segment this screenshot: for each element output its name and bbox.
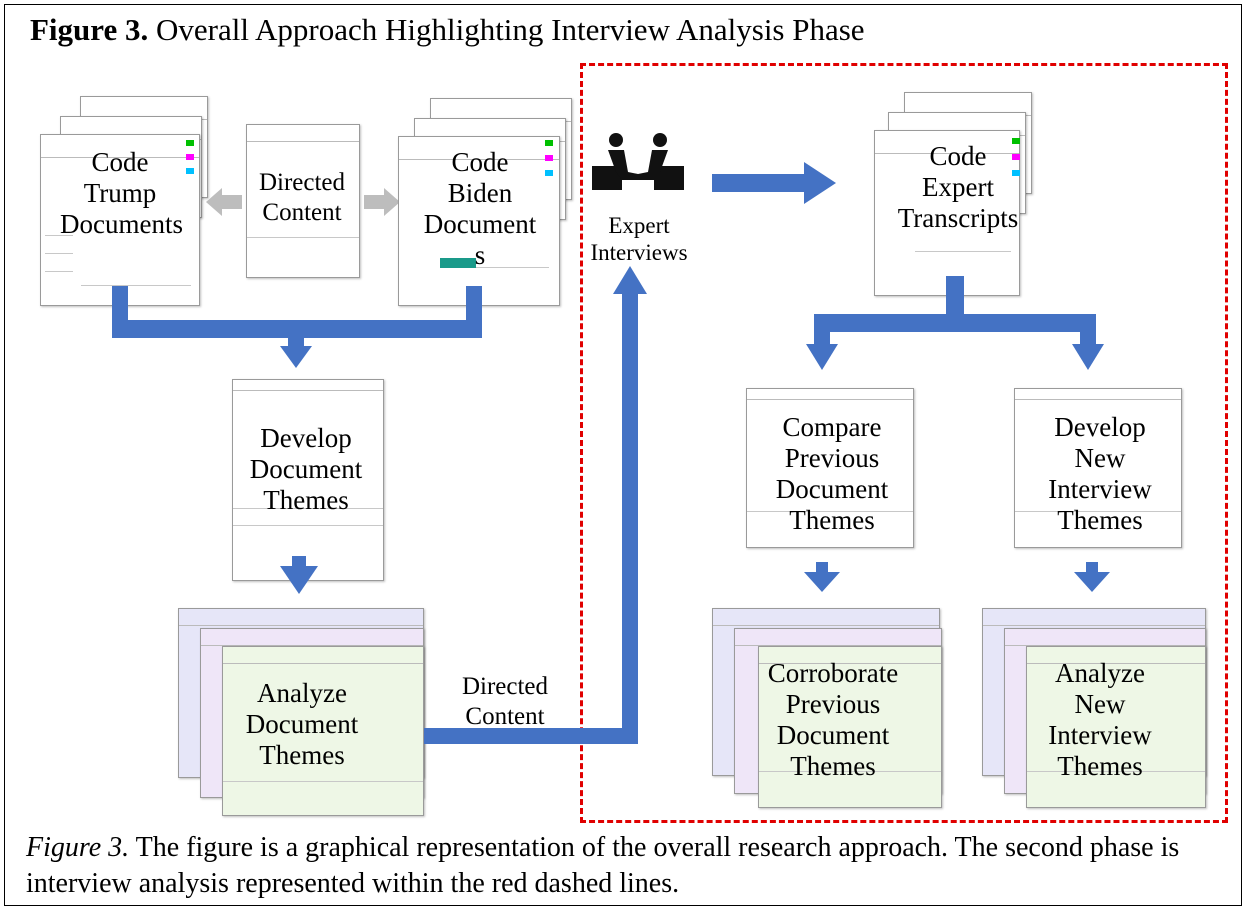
arrow-down-icon: [1074, 562, 1110, 592]
develop-document-themes-label: Develop Document Themes: [249, 423, 363, 515]
arrow-shaft: [712, 174, 808, 192]
expert-interview-people-icon: [592, 133, 684, 190]
analyze-new-interview-themes-label: Analyze New Interview Themes: [1048, 658, 1152, 781]
arrow-right-icon: [804, 162, 836, 204]
arrow-up-icon: [613, 266, 647, 294]
arrow-down-icon: [804, 562, 840, 592]
corroborate-previous-document-themes-label: Corroborate Previous Document Themes: [767, 658, 899, 781]
connector-horizontal: [424, 728, 638, 744]
interview-phase-dashed-box: [580, 63, 1228, 823]
gray-arrow-left-icon: [206, 188, 242, 216]
arrow-down-icon: [806, 344, 838, 370]
directed-content-top-label: Directed Content: [258, 169, 346, 226]
arrow-down-icon: [280, 346, 312, 368]
gray-arrow-right-icon: [364, 188, 400, 216]
code-biden-documents-label: Code Biden Document s: [423, 147, 537, 270]
code-trump-documents-label: Code Trump Documents: [60, 147, 183, 239]
figure-frame: [4, 4, 1242, 906]
code-expert-transcripts-label: Code Expert Transcripts: [897, 141, 1019, 233]
figure-caption: Figure 3. The figure is a graphical repr…: [26, 832, 1180, 899]
develop-document-themes-table: [232, 379, 384, 581]
compare-previous-document-themes-label: Compare Previous Document Themes: [775, 412, 889, 535]
develop-new-interview-themes-label: Develop New Interview Themes: [1048, 412, 1152, 535]
develop-new-table: [1014, 388, 1182, 548]
directed-content-table: [246, 124, 360, 278]
analyze-document-themes-label: Analyze Document Themes: [245, 678, 359, 770]
connector-vertical: [622, 292, 638, 744]
expert-interviews-label: Expert Interviews: [590, 213, 688, 265]
compare-previous-table: [746, 388, 914, 548]
arrow-down-icon: [280, 566, 318, 594]
figure-title: Figure 3. Overall Approach Highlighting …: [30, 12, 865, 47]
arrow-down-icon: [1072, 344, 1104, 370]
directed-content-bottom-label: Directed Content: [461, 673, 549, 730]
